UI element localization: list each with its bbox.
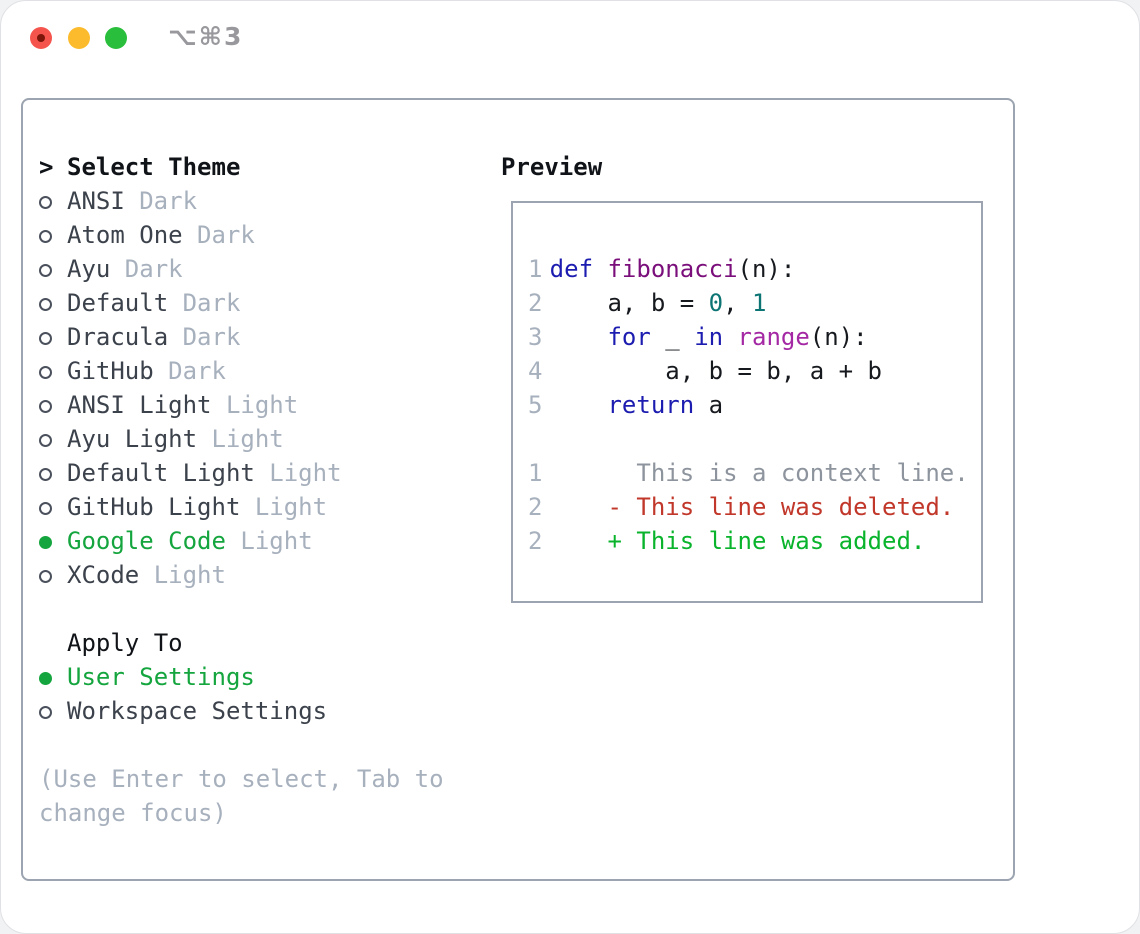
titlebar: ⌥⌘3 [1, 1, 1139, 73]
radio-icon [39, 366, 52, 379]
line-number: 1 [528, 255, 543, 283]
code-line: 5 return a [528, 388, 981, 422]
maximize-button[interactable] [105, 27, 127, 49]
radio-icon [39, 400, 52, 413]
diff-added-line: 2 + This line was added. [528, 524, 981, 558]
radio-icon [39, 570, 52, 583]
line-number: 3 [528, 323, 543, 351]
apply-to-title: Apply To [67, 629, 183, 657]
minimize-button[interactable] [68, 27, 90, 49]
line-number: 2 [528, 289, 543, 317]
close-button[interactable] [30, 27, 52, 49]
code-line: 3 for _ in range(n): [528, 320, 981, 354]
diff-deleted-line: 2 - This line was deleted. [528, 490, 981, 524]
preview-title: Preview [501, 153, 603, 181]
code-line: 4 a, b = b, a + b [528, 354, 981, 388]
code-line: 2 a, b = 0, 1 [528, 286, 981, 320]
apply-option-workspace-settings[interactable]: Workspace Settings [39, 694, 479, 728]
radio-icon [39, 502, 52, 515]
line-number: 4 [528, 357, 543, 385]
radio-icon [39, 196, 52, 209]
line-number: 5 [528, 391, 543, 419]
select-theme-title: Select Theme [67, 153, 241, 181]
radio-icon [39, 468, 52, 481]
radio-icon [39, 230, 52, 243]
close-dot-icon [37, 34, 45, 42]
radio-selected-icon [39, 672, 52, 685]
window-title: ⌥⌘3 [168, 22, 244, 51]
apply-option-user-settings[interactable]: User Settings [39, 660, 479, 694]
cursor-arrow-icon: > [39, 153, 54, 181]
radio-icon [39, 332, 52, 345]
radio-icon [39, 706, 52, 719]
radio-icon [39, 264, 52, 277]
radio-selected-icon [39, 536, 52, 549]
select-theme-header: > Select Theme [39, 150, 479, 184]
apply-to-header: Apply To [39, 626, 479, 660]
radio-icon [39, 298, 52, 311]
radio-icon [39, 434, 52, 447]
line-number: 2 [528, 527, 543, 555]
diff-context-line: 1 This is a context line. [528, 456, 981, 490]
line-number: 2 [528, 493, 543, 521]
keyboard-hint: (Use Enter to select, Tab to change focu… [39, 765, 444, 827]
line-number: 1 [528, 459, 543, 487]
